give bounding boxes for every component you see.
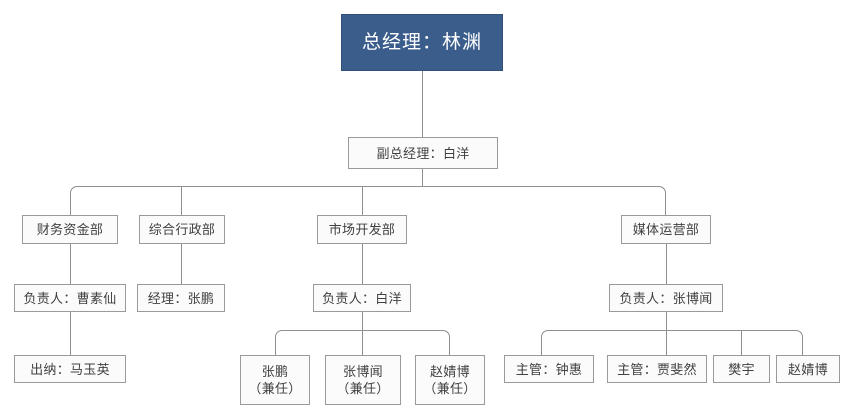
node-staff-market-2-name: 张博闻 — [343, 364, 383, 379]
connector-market-lead-stem — [362, 312, 363, 330]
node-staff-market-1-name: 张鹏 — [261, 364, 289, 379]
node-department-finance-label: 财务资金部 — [36, 222, 104, 237]
node-staff-media-1[interactable]: 主管：钟惠 — [504, 355, 594, 383]
connector-media-to-lead — [666, 244, 667, 284]
node-lead-finance-label: 负责人：曹素仙 — [23, 290, 117, 306]
node-staff-finance-cashier[interactable]: 出纳：马玉英 — [14, 355, 126, 383]
node-lead-market[interactable]: 负责人：白洋 — [313, 284, 411, 312]
connector-finance-lead-to-staff — [70, 312, 71, 355]
node-department-market-label: 市场开发部 — [328, 222, 396, 237]
node-staff-market-3-name: 赵婧博 — [430, 364, 470, 379]
node-lead-media-label: 负责人：张博闻 — [619, 290, 713, 306]
node-deputy-general-manager-label: 副总经理：白洋 — [376, 145, 470, 161]
node-general-manager[interactable]: 总经理：林渊 — [341, 14, 503, 71]
connector-root-to-deputy — [422, 71, 423, 137]
node-lead-media[interactable]: 负责人：张博闻 — [609, 284, 723, 312]
node-lead-finance[interactable]: 负责人：曹素仙 — [14, 284, 126, 312]
node-department-finance[interactable]: 财务资金部 — [22, 215, 118, 244]
node-staff-media-1-label: 主管：钟惠 — [515, 361, 583, 377]
connector-bus-drop-market-staff-middle — [362, 330, 363, 355]
node-staff-market-1[interactable]: 张鹏 （兼任） — [240, 355, 310, 405]
connector-bus-drop-media-staff-2 — [666, 330, 667, 355]
node-staff-media-3-label: 樊宇 — [728, 361, 755, 377]
node-staff-market-3[interactable]: 赵婧博 （兼任） — [415, 355, 485, 405]
node-staff-market-2[interactable]: 张博闻 （兼任） — [325, 355, 401, 405]
node-staff-media-2[interactable]: 主管：贾斐然 — [607, 355, 707, 383]
node-department-media-label: 媒体运营部 — [632, 222, 700, 237]
connector-bus-media-staff — [541, 330, 803, 356]
connector-bus-departments — [70, 186, 666, 216]
connector-deputy-stem — [422, 169, 423, 186]
node-lead-administration[interactable]: 经理：张鹏 — [137, 284, 225, 312]
node-staff-market-3-note: （兼任） — [423, 381, 477, 396]
node-staff-media-4-label: 赵婧博 — [788, 361, 828, 377]
connector-bus-drop-admin — [181, 186, 182, 215]
node-staff-media-4[interactable]: 赵婧博 — [776, 355, 840, 383]
node-department-administration[interactable]: 综合行政部 — [139, 215, 225, 244]
node-department-media[interactable]: 媒体运营部 — [621, 215, 711, 244]
connector-media-lead-stem — [666, 312, 667, 330]
connector-finance-to-lead — [70, 244, 71, 284]
node-lead-market-label: 负责人：白洋 — [322, 290, 402, 306]
node-staff-market-2-note: （兼任） — [336, 381, 390, 396]
connector-administration-to-lead — [181, 244, 182, 284]
connector-bus-drop-market — [362, 186, 363, 215]
node-deputy-general-manager[interactable]: 副总经理：白洋 — [348, 137, 498, 169]
node-lead-administration-label: 经理：张鹏 — [147, 290, 215, 306]
node-department-market[interactable]: 市场开发部 — [317, 215, 407, 244]
node-staff-market-1-note: （兼任） — [248, 381, 302, 396]
node-general-manager-label: 总经理：林渊 — [361, 31, 482, 53]
connector-bus-drop-media-staff-3 — [741, 330, 742, 355]
connector-market-to-lead — [362, 244, 363, 284]
node-staff-finance-cashier-label: 出纳：马玉英 — [30, 361, 110, 377]
node-department-administration-label: 综合行政部 — [148, 222, 216, 237]
node-staff-media-3[interactable]: 樊宇 — [713, 355, 770, 383]
node-staff-media-2-label: 主管：贾斐然 — [617, 361, 697, 377]
